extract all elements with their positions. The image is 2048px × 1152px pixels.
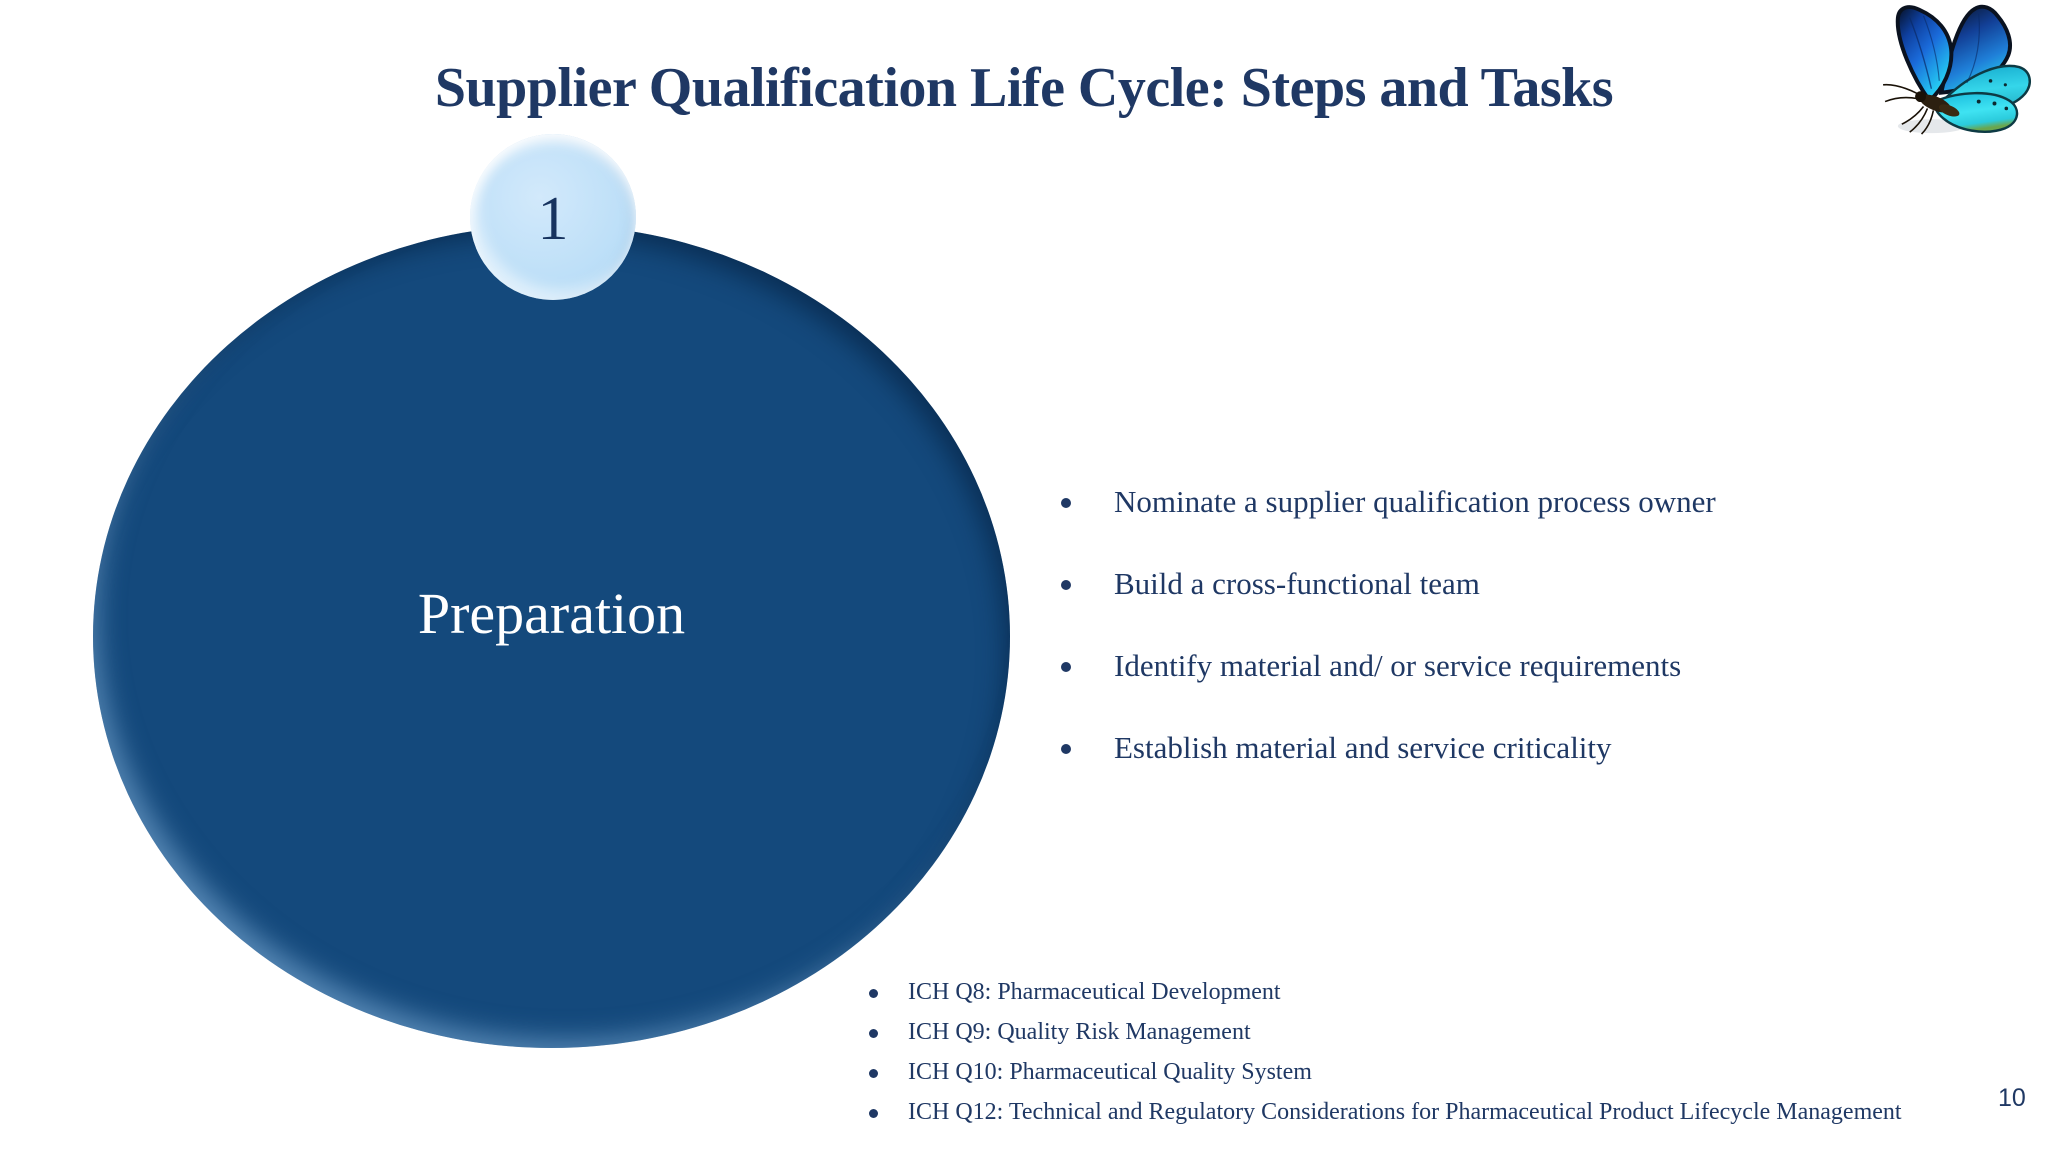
step-number: 1 [537,185,569,253]
bullet-dot-icon [869,988,878,998]
task-text: Identify material and/ or service requir… [1114,648,1682,683]
bullet-dot-icon [1061,498,1071,508]
step-number-badge: 1 [470,134,636,300]
reference-item: ICH Q8: Pharmaceutical Development [869,972,1902,1012]
reference-text: ICH Q9: Quality Risk Management [908,1018,1251,1045]
task-text: Build a cross-functional team [1114,566,1480,601]
bullet-dot-icon [869,1028,878,1038]
step-label: Preparation [417,581,686,646]
page-number: 10 [1998,1084,2026,1112]
bullet-dot-icon [1061,662,1071,672]
task-item: Establish material and service criticali… [1061,728,1716,768]
task-item: Nominate a supplier qualification proces… [1061,482,1716,522]
slide-title: Supplier Qualification Life Cycle: Steps… [434,57,1614,119]
references-list: ICH Q8: Pharmaceutical Development ICH Q… [869,972,1902,1132]
reference-text: ICH Q12: Technical and Regulatory Consid… [908,1098,1902,1125]
reference-text: ICH Q10: Pharmaceutical Quality System [908,1058,1312,1085]
reference-item: ICH Q9: Quality Risk Management [869,1012,1902,1052]
task-text: Establish material and service criticali… [1114,730,1612,765]
reference-item: ICH Q12: Technical and Regulatory Consid… [869,1092,1902,1132]
bullet-dot-icon [869,1068,878,1078]
preparation-step-circle [93,225,1010,1048]
reference-item: ICH Q10: Pharmaceutical Quality System [869,1052,1902,1092]
task-text: Nominate a supplier qualification proces… [1114,484,1716,519]
task-item: Identify material and/ or service requir… [1061,646,1716,686]
reference-text: ICH Q8: Pharmaceutical Development [908,978,1281,1005]
task-item: Build a cross-functional team [1061,564,1716,604]
tasks-list: Nominate a supplier qualification proces… [1061,482,1716,810]
bullet-dot-icon [1061,744,1071,754]
butterfly-icon [1883,4,2031,135]
bullet-dot-icon [869,1108,878,1118]
bullet-dot-icon [1061,580,1071,590]
